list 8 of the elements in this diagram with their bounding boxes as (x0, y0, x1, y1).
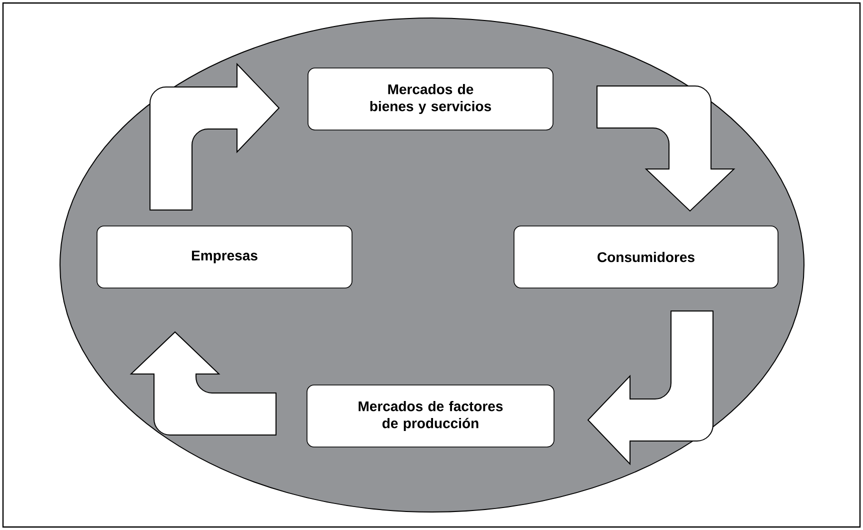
block-arrow (588, 310, 714, 464)
process-box: Mercados de bienes y servicios (308, 68, 554, 130)
block-arrow (150, 64, 280, 210)
block-arrow (596, 86, 734, 212)
block-arrow (130, 332, 276, 436)
process-box: Consumidores (514, 226, 778, 288)
process-box: Empresas (96, 226, 352, 288)
process-box: Mercados de factores de producción (306, 384, 554, 448)
